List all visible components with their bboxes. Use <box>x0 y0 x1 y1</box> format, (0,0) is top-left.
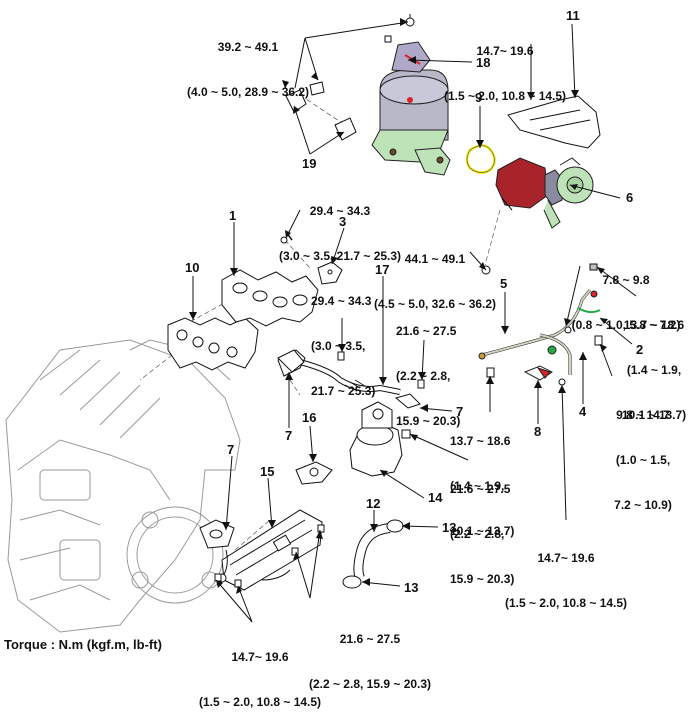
oil-feed-pipe <box>478 289 601 375</box>
torque-label-egr-pipe-valve: 21.6 ~ 27.5 (2.2 ~ 2.8, 15.9 ~ 20.3) <box>396 294 486 444</box>
torque-nm: 21.6 ~ 27.5 <box>339 632 401 646</box>
torque-label-oil-return: 14.7~ 19.6 (1.5 ~ 2.0, 10.8 ~ 14.5) <box>496 521 636 626</box>
exploded-diagram <box>5 14 637 633</box>
torque-label-turbo-nut: 44.1 ~ 49.1 (4.5 ~ 5.0, 32.6 ~ 36.2) <box>370 222 500 327</box>
torque-nm: 9.8 ~ 14.7 <box>616 408 670 422</box>
heat-protector <box>507 95 601 149</box>
torque-label-egr-pipe-manifold: 29.4 ~ 34.3 (3.0 ~ 3.5, 21.7 ~ 25.3) <box>311 264 401 414</box>
callout-13-lower: 13 <box>404 580 419 595</box>
torque-alt: 10.1 ~ 13.7) <box>621 408 687 422</box>
manifold-gasket <box>167 317 259 371</box>
callout-18: 18 <box>476 55 491 70</box>
torque-alt: (4.0 ~ 5.0, 28.9 ~ 36.2) <box>186 85 310 99</box>
turbo-gasket <box>465 144 496 174</box>
engine-block <box>5 339 241 633</box>
egr-cooler-gasket <box>295 461 333 485</box>
callout-10: 10 <box>185 260 200 275</box>
torque-nm: 21.6 ~ 27.5 <box>450 482 511 496</box>
callout-5: 5 <box>500 276 508 291</box>
callout-12: 12 <box>366 496 381 511</box>
torque-label-oil-line-bolt: 7.8 ~ 9.8 (0.8 ~ 1.0, 5.8 ~ 7.2) <box>560 243 692 348</box>
torque-alt: (4.5 ~ 5.0, 32.6 ~ 36.2) <box>373 297 497 311</box>
callout-15: 15 <box>260 464 275 479</box>
turbocharger <box>495 157 594 229</box>
callout-9: 9 <box>475 90 483 105</box>
torque-label-egr-cooler-bracket: 21.6 ~ 27.5 (2.2 ~ 2.8, 15.9 ~ 20.3) <box>300 602 440 707</box>
catalytic-converter <box>371 41 451 176</box>
torque-alt: 15.9 ~ 20.3) <box>450 572 515 586</box>
callout-1: 1 <box>229 208 237 223</box>
torque-alt: 15.9 ~ 20.3) <box>396 414 461 428</box>
egr-valve <box>349 401 411 477</box>
torque-alt: (1.5 ~ 2.0, 10.8 ~ 14.5) <box>443 89 567 103</box>
torque-nm: 7.8 ~ 9.8 <box>602 273 650 287</box>
torque-label-catalyst-bolts: 39.2 ~ 49.1 (4.0 ~ 5.0, 28.9 ~ 36.2) <box>163 10 333 115</box>
torque-nm: 13.7 ~ 18.6 <box>450 434 511 448</box>
torque-label-oil-eye-bolt: 13.7 ~ 18.6 (1.4 ~ 1.9, 10.1 ~ 13.7) <box>610 288 698 438</box>
torque-label-oil-pipe-eye-bolt: 13.7 ~ 18.6 (1.4 ~ 1.9, 10.1 ~ 13.7) <box>450 404 540 554</box>
heat-protector-bracket <box>317 261 343 285</box>
torque-nm: 14.7~ 19.6 <box>476 44 534 58</box>
oil-line-flange <box>523 365 553 381</box>
torque-alt: (1.4 ~ 1.9, <box>450 479 505 493</box>
callout-19: 19 <box>302 156 317 171</box>
exhaust-manifold <box>221 231 319 327</box>
torque-alt: (1.0 ~ 1.5, <box>615 453 671 467</box>
torque-alt: 21.7 ~ 25.3) <box>311 384 376 398</box>
arrowheads <box>189 18 608 594</box>
torque-alt: 7.2 ~ 10.9) <box>614 498 672 512</box>
callout-13-upper: 13 <box>442 520 457 535</box>
egr-hose <box>353 523 391 580</box>
torque-label-egr-valve: 21.6 ~ 27.5 (2.2 ~ 2.8, 15.9 ~ 20.3) <box>450 452 540 602</box>
torque-alt: (0.8 ~ 1.0, 5.8 ~ 7.2) <box>571 318 681 332</box>
callout-16: 16 <box>302 410 317 425</box>
torque-nm: 14.7~ 19.6 <box>537 551 595 565</box>
callout-6: 6 <box>626 190 634 205</box>
torque-alt: (3.0 ~ 3.5, <box>311 339 366 353</box>
callout-3: 3 <box>339 214 347 229</box>
callout-14: 14 <box>428 490 443 505</box>
torque-nm: 39.2 ~ 49.1 <box>217 40 279 54</box>
callout-7-egr-valve: 7 <box>456 404 464 419</box>
egr-pipe-gasket <box>277 349 305 373</box>
torque-alt: 10.1 ~ 13.7) <box>450 524 515 538</box>
torque-alt: (2.2 ~ 2.8, <box>450 527 505 541</box>
callout-11: 11 <box>566 8 580 23</box>
torque-label-manifold-top: 29.4 ~ 34.3 (3.0 ~ 3.5, 21.7 ~ 25.3) <box>270 174 410 279</box>
torque-alt: (2.2 ~ 2.8, <box>396 369 451 383</box>
callout-4: 4 <box>579 404 587 419</box>
callout-8: 8 <box>534 424 542 439</box>
torque-alt: (3.0 ~ 3.5, 21.7 ~ 25.3) <box>278 249 402 263</box>
catalyst-top-bolts <box>384 14 415 43</box>
torque-label-heat-protector: 14.7~ 19.6 (1.5 ~ 2.0, 10.8 ~ 14.5) <box>440 14 570 119</box>
torque-alt: (1.5 ~ 2.0, 10.8 ~ 14.5) <box>504 596 628 610</box>
torque-alt: (2.2 ~ 2.8, 15.9 ~ 20.3) <box>308 677 432 691</box>
torque-nm: 29.4 ~ 34.3 <box>309 204 371 218</box>
torque-label-oil-return-bolt: 9.8 ~ 14.7 (1.0 ~ 1.5, 7.2 ~ 10.9) <box>602 378 684 528</box>
hose-clamps <box>342 519 404 589</box>
torque-nm: 29.4 ~ 34.3 <box>311 294 372 308</box>
callout-7-egr-pipe: 7 <box>285 428 293 443</box>
torque-unit-note: Torque : N.m (kgf.m, lb-ft) <box>4 637 162 652</box>
callout-17: 17 <box>375 262 390 277</box>
callout-2: 2 <box>636 342 644 357</box>
torque-nm: 13.7 ~ 18.6 <box>623 318 685 332</box>
torque-nm: 44.1 ~ 49.1 <box>404 252 466 266</box>
torque-nm: 21.6 ~ 27.5 <box>396 324 457 338</box>
torque-alt: (1.4 ~ 1.9, <box>626 363 682 377</box>
callout-7-egr-cooler: 7 <box>227 442 235 457</box>
